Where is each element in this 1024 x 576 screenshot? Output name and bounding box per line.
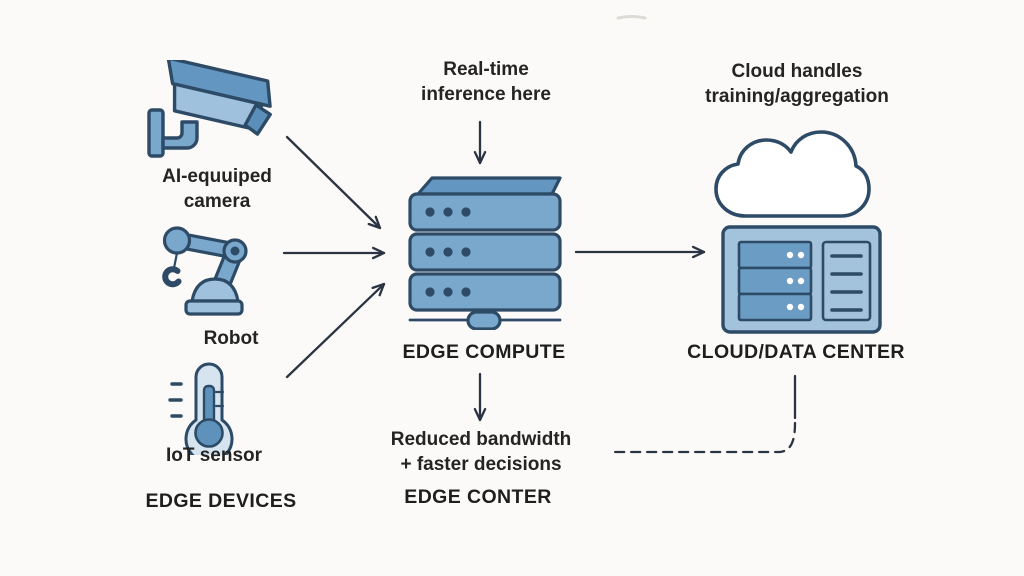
robot-label: Robot <box>203 328 259 349</box>
iot-label: IoT sensor <box>165 445 263 466</box>
arrow-iot-to-edge <box>285 282 386 379</box>
server-stack-icon <box>408 176 562 330</box>
edge-devices-group-label: EDGE DEVICES <box>145 490 297 512</box>
cloud-data-center-title: CLOUD/DATA CENTER <box>687 341 905 363</box>
reduced-bandwidth-annotation: Reduced bandwidth + faster decisions <box>390 429 572 476</box>
edge-conter-subtitle: EDGE CONTER <box>404 486 552 508</box>
realtime-inference-annotation: Real-time inference here <box>421 59 551 106</box>
thermometer-icon <box>168 362 234 455</box>
dashed-connector-cloud-to-note <box>610 374 797 454</box>
arrow-edge-down <box>473 372 487 422</box>
data-center-icon <box>721 225 882 334</box>
cloud-icon <box>714 130 871 218</box>
robot-arm-icon <box>162 226 248 316</box>
arrow-edge-to-cloud <box>574 245 706 259</box>
cctv-camera-icon <box>147 60 272 158</box>
arrow-camera-to-edge <box>285 135 382 230</box>
arrow-inference-down <box>473 120 487 165</box>
arrow-robot-to-edge <box>282 246 386 260</box>
camera-label: AI-equuiped camera <box>162 166 272 213</box>
cloud-handles-annotation: Cloud handles training/aggregation <box>705 61 889 108</box>
artifact-smudge <box>616 15 647 20</box>
edge-compute-title: EDGE COMPUTE <box>402 341 566 363</box>
